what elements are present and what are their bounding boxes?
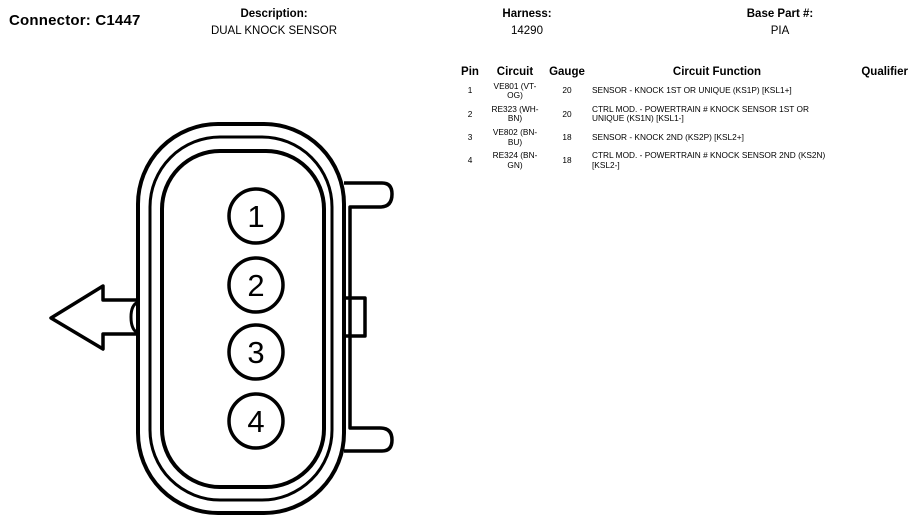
description-value: DUAL KNOCK SENSOR	[210, 25, 338, 37]
function-cell: SENSOR - KNOCK 1ST OR UNIQUE (KS1P) [KSL…	[592, 85, 792, 96]
description-block: Description: DUAL KNOCK SENSOR	[154, 7, 394, 40]
harness-value: 14290	[511, 25, 543, 37]
pin-circle	[227, 256, 285, 314]
column-header-circuit-function: Circuit Function	[672, 66, 762, 78]
table-row: 2 RE323 (WH-BN) 20 CTRL MOD. - POWERTRAI…	[455, 103, 911, 128]
column-header-pin: Pin	[461, 66, 479, 78]
connector-housing-middle	[148, 135, 334, 502]
function-cell: SENSOR - KNOCK 2ND (KS2P) [KSL2+]	[592, 131, 744, 142]
connector-housing-inner	[160, 149, 326, 489]
pin-circle	[227, 187, 285, 245]
base-part-value: PIA	[770, 25, 790, 37]
table-row: 4 RE324 (BN-GN) 18 CTRL MOD. - POWERTRAI…	[455, 150, 911, 174]
gauge-cell: 20	[562, 85, 572, 96]
pin-label: 1	[247, 199, 264, 234]
function-cell: CTRL MOD. - POWERTRAIN # KNOCK SENSOR 1S…	[592, 103, 809, 124]
orientation-arrow-icon	[49, 284, 138, 351]
pin-cavity-1: 1	[227, 187, 285, 245]
pin-cell: 3	[467, 131, 473, 142]
pin-circle	[227, 392, 285, 450]
connector-housing-outer	[136, 122, 346, 515]
gauge-cell: 18	[562, 154, 572, 165]
pin-cell: 1	[467, 85, 473, 96]
circuit-cell: RE324 (BN-GN)	[492, 150, 538, 170]
base-part-label: Base Part #:	[746, 8, 814, 20]
circuit-cell: RE323 (WH-BN)	[491, 103, 539, 124]
circuit-cell: VE801 (VT-OG)	[493, 80, 537, 101]
circuit-cell: VE802 (BN-BU)	[492, 126, 538, 147]
connector-key	[344, 296, 367, 338]
connector-latch	[344, 181, 394, 453]
harness-block: Harness: 14290	[407, 7, 647, 40]
pin-label: 4	[247, 404, 264, 439]
pin-cavity-2: 2	[227, 256, 285, 314]
orientation-arrow-bump	[129, 300, 139, 335]
base-part-block: Base Part #: PIA	[660, 7, 900, 40]
pin-label: 3	[247, 335, 264, 370]
pinout-table: Pin Circuit Gauge Circuit Function Quali…	[455, 66, 911, 174]
connector-title: Connector: C1447	[9, 12, 141, 29]
pin-cell: 4	[467, 154, 473, 165]
description-label: Description:	[240, 8, 308, 20]
column-header-circuit: Circuit	[496, 66, 534, 78]
gauge-cell: 20	[562, 108, 572, 119]
pin-cavity-4: 4	[227, 392, 285, 450]
table-header-row: Pin Circuit Gauge Circuit Function Quali…	[455, 66, 911, 82]
table-row: 3 VE802 (BN-BU) 18 SENSOR - KNOCK 2ND (K…	[455, 126, 911, 151]
column-header-gauge: Gauge	[549, 66, 585, 78]
pin-circle	[227, 323, 285, 381]
gauge-cell: 18	[562, 131, 572, 142]
pin-cell: 2	[467, 108, 473, 119]
table-row: 1 VE801 (VT-OG) 20 SENSOR - KNOCK 1ST OR…	[455, 80, 911, 105]
pin-label: 2	[247, 268, 264, 303]
column-header-qualifier: Qualifier	[861, 66, 908, 78]
function-cell: CTRL MOD. - POWERTRAIN # KNOCK SENSOR 2N…	[592, 150, 826, 170]
pin-cavity-3: 3	[227, 323, 285, 381]
harness-label: Harness:	[502, 8, 552, 20]
